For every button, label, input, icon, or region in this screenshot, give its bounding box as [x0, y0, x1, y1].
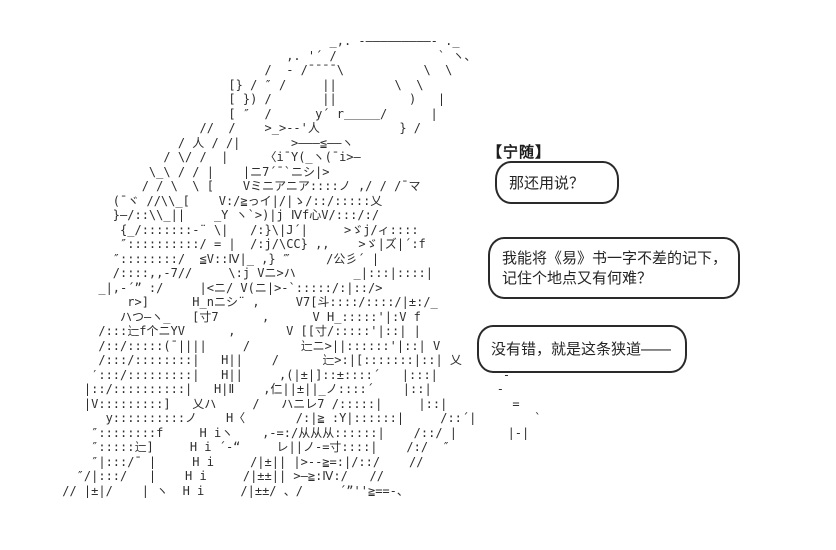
- speech-bubble-1: 那还用说？: [495, 161, 619, 204]
- ascii-art: _,. -—————————- ._ ,. '´ / ` ヽ、 / ‐ /¯¯¯…: [62, 34, 542, 498]
- speech-bubble-2-text-line-2: 记住个地点又有何难？: [502, 269, 653, 287]
- speaker-name-label: 【宁随】: [487, 143, 552, 161]
- speech-bubble-1-text: 那还用说？: [509, 173, 585, 192]
- speech-bubble-3-text: 没有错，就是这条狭道――: [491, 340, 672, 358]
- speech-bubble-2-text-line-1: 我能将《易》书一字不差的记下，: [502, 249, 728, 267]
- speech-bubble-3: 没有错，就是这条狭道――: [477, 325, 687, 373]
- speech-bubble-2: 我能将《易》书一字不差的记下， 记住个地点又有何难？: [488, 237, 740, 299]
